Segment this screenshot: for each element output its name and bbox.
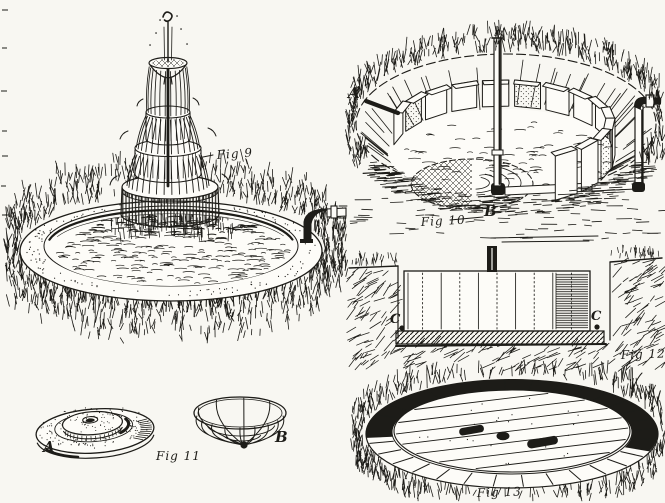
center-standpipe <box>491 37 504 187</box>
fig10-callout-b: B <box>483 202 497 220</box>
concrete-base-slab <box>395 330 605 345</box>
rim-shading <box>366 379 659 452</box>
fountain-jet <box>149 11 188 63</box>
water-curtain-upper <box>145 66 191 117</box>
nail-dots <box>419 397 579 465</box>
grass-texture <box>3 148 349 344</box>
handle-slot-left <box>459 424 484 436</box>
figure-fig11-disc-and-basket: A B Fig 11 <box>35 396 288 463</box>
ground-line-left <box>348 265 399 269</box>
fig11-callout-a: A <box>41 438 55 456</box>
slab-shadow <box>395 343 607 347</box>
stray-grass-flick <box>633 372 643 387</box>
fig11-callout-b: B <box>274 428 288 446</box>
center-foundation-hollow <box>410 158 534 210</box>
tank-edge-lines <box>407 272 557 330</box>
figure-fig13-platform-cover: Fig 13 <box>350 359 665 502</box>
plank-lines <box>395 392 629 470</box>
basket-knob <box>240 441 248 449</box>
caption-dash <box>449 216 484 221</box>
stone-disc <box>35 407 155 459</box>
fig12-callout-c-right: C <box>591 309 602 324</box>
page-edge-marks <box>1 9 8 216</box>
pipe-elbow-top <box>634 96 646 110</box>
caption-dash <box>202 154 214 158</box>
figure-fig9-tiered-fountain: Fig 9 <box>3 11 349 344</box>
fig11-caption: Fig 11 <box>155 449 201 463</box>
fig12-caption: Fig 12 <box>620 346 665 362</box>
jet-droplet-curl <box>162 11 173 23</box>
basin-supply-pipe <box>300 205 347 243</box>
splash-flicks <box>109 97 230 186</box>
fig12-callout-c-left: C <box>390 312 401 327</box>
grass-texture <box>350 359 665 502</box>
callout-a-arrow <box>363 98 401 116</box>
water-curtain-middle <box>135 114 201 155</box>
horizon-lines <box>490 235 599 243</box>
water-surface <box>49 214 293 286</box>
brick-joints <box>369 379 657 487</box>
water-curtain-lower <box>126 152 210 195</box>
grass-tufts <box>351 244 660 267</box>
corner-dot-right <box>594 324 600 330</box>
brick-ring <box>393 79 616 201</box>
pedestal <box>120 174 220 228</box>
corner-dot-left <box>399 325 405 331</box>
fig9-caption: Fig 9 <box>215 145 253 162</box>
grass-texture <box>345 19 665 216</box>
pipe-elbow-bottom <box>632 182 645 192</box>
top-cup <box>148 56 188 85</box>
wire-basket <box>193 396 287 449</box>
ground-line-right <box>609 257 663 263</box>
figure-fig12-cross-section: C C Fig 12 <box>346 235 665 372</box>
fig10-callout-a: A <box>346 84 360 102</box>
center-pipe-hole <box>496 431 510 441</box>
pit-walls <box>397 261 611 341</box>
fig13-caption: Fig 13 <box>476 484 522 500</box>
fig10-caption: Fig 10 <box>419 213 466 229</box>
tank-shaded-section <box>556 273 588 329</box>
figure-fig10-basin-excavation: A B Fig 10 <box>338 19 665 241</box>
handle-slot-right <box>527 435 558 449</box>
